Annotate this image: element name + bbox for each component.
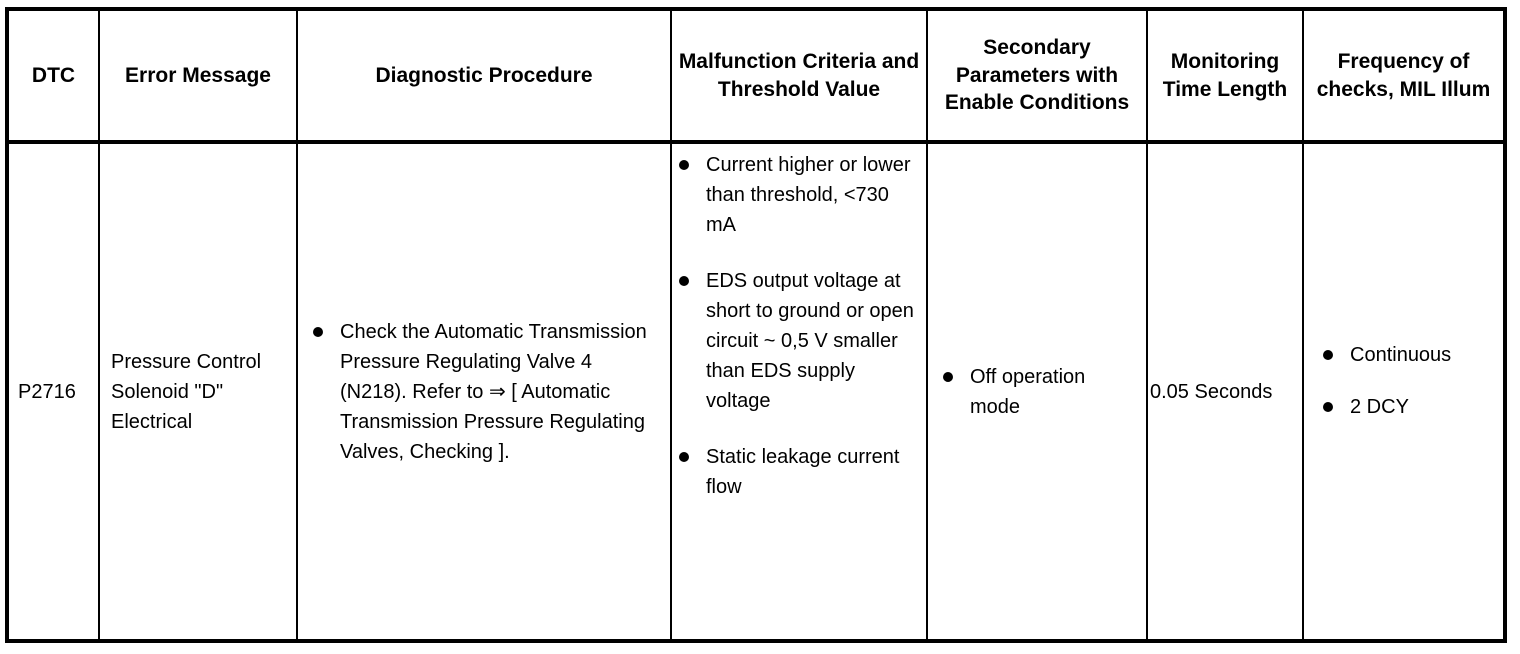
list-item-text: Current higher or lower than threshold, … xyxy=(706,154,911,236)
list-item-text: Off operation mode xyxy=(970,365,1086,418)
bullet-icon xyxy=(679,452,689,462)
cell-monitoring-time-length: 0.05 Seconds xyxy=(1146,142,1304,641)
column-header-frequency-of-checks: Frequency of checks, MIL Illum xyxy=(1302,9,1506,144)
list-item-text: EDS output voltage at short to ground or… xyxy=(706,270,914,412)
table-header: DTC Error Message Diagnostic Procedure M… xyxy=(6,9,1506,144)
malfunction-criteria-list: Current higher or lower than threshold, … xyxy=(678,150,920,502)
cell-malfunction-criteria: Current higher or lower than threshold, … xyxy=(670,142,928,641)
column-header-dtc: DTC xyxy=(6,9,100,144)
table-body: P2716 Pressure Control Solenoid "D" Elec… xyxy=(6,142,1506,641)
list-item-text: 2 DCY xyxy=(1350,395,1409,418)
table-header-row: DTC Error Message Diagnostic Procedure M… xyxy=(6,9,1506,144)
list-item-text: Continuous xyxy=(1350,343,1452,366)
column-header-secondary-parameters: Secondary Parameters with Enable Conditi… xyxy=(926,9,1148,144)
cell-frequency-of-checks: Continuous 2 DCY xyxy=(1302,142,1506,641)
cell-secondary-parameters: Off operation mode xyxy=(926,142,1148,641)
bullet-icon xyxy=(313,326,323,337)
monitoring-time-value: 0.05 Seconds xyxy=(1150,380,1273,403)
bullet-icon xyxy=(679,276,689,286)
list-item-text: Static leakage current flow xyxy=(706,446,900,498)
column-header-diagnostic-procedure: Diagnostic Procedure xyxy=(296,9,672,144)
cell-error-message: Pressure Control Solenoid "D" Electrical xyxy=(98,142,298,641)
bullet-icon xyxy=(1323,349,1333,360)
list-item: Off operation mode xyxy=(942,362,1138,422)
cell-diagnostic-procedure: Check the Automatic Transmission Pressur… xyxy=(296,142,672,641)
cell-dtc-code: P2716 xyxy=(6,142,100,641)
list-item: 2 DCY xyxy=(1322,392,1495,422)
list-item: EDS output voltage at short to ground or… xyxy=(678,266,920,416)
bullet-icon xyxy=(1323,401,1333,412)
column-header-error-message: Error Message xyxy=(98,9,298,144)
list-item: Continuous xyxy=(1322,340,1495,370)
list-item: Check the Automatic Transmission Pressur… xyxy=(312,317,660,467)
column-header-malfunction-criteria: Malfunction Criteria and Threshold Value xyxy=(670,9,928,144)
bullet-icon xyxy=(679,160,689,170)
diagnostic-procedure-list: Check the Automatic Transmission Pressur… xyxy=(312,317,660,467)
list-item: Static leakage current flow xyxy=(678,442,920,502)
secondary-parameters-list: Off operation mode xyxy=(942,362,1138,422)
frequency-of-checks-list: Continuous 2 DCY xyxy=(1322,340,1495,422)
list-item: Current higher or lower than threshold, … xyxy=(678,150,920,240)
column-header-monitoring-time-length: Monitoring Time Length xyxy=(1146,9,1304,144)
dtc-diagnostic-table: DTC Error Message Diagnostic Procedure M… xyxy=(5,7,1507,643)
list-item-text: Check the Automatic Transmission Pressur… xyxy=(340,320,647,463)
table-row: P2716 Pressure Control Solenoid "D" Elec… xyxy=(6,142,1506,641)
bullet-icon xyxy=(943,371,953,382)
